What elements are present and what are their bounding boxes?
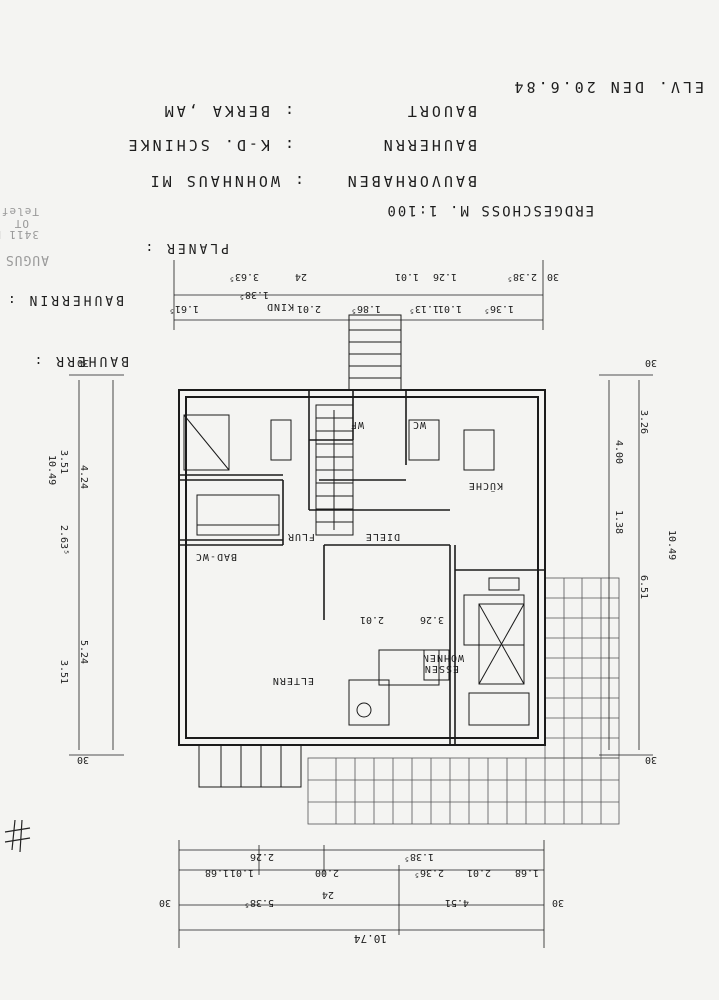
dimension-lines — [69, 260, 653, 948]
entry-steps — [348, 314, 402, 391]
interior-walls — [179, 390, 545, 745]
furniture — [183, 414, 530, 726]
staircase — [315, 404, 354, 536]
terrace-grid — [307, 577, 620, 825]
rear-steps — [198, 744, 302, 788]
